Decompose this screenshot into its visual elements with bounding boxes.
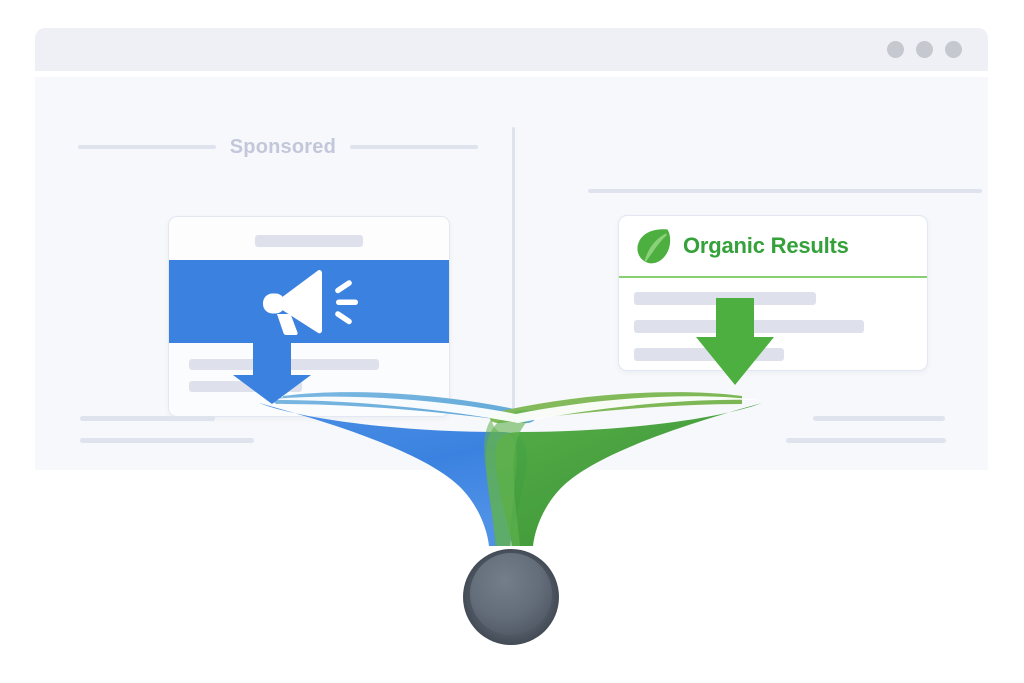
window-dot-minimize-icon[interactable]: [916, 41, 933, 58]
left-footer-line-2: [80, 438, 254, 443]
ad-banner: [169, 260, 449, 343]
megaphone-icon: [263, 269, 358, 335]
right-footer-line-2: [786, 438, 946, 443]
window-dot-maximize-icon[interactable]: [945, 41, 962, 58]
ad-body-line-2: [189, 381, 302, 392]
left-footer-line-1: [80, 416, 215, 421]
header-rule-left: [78, 145, 216, 149]
browser-titlebar: [35, 28, 988, 71]
right-footer-line-1: [813, 416, 945, 421]
organic-results-card[interactable]: Organic Results: [618, 215, 928, 371]
sponsored-section-header: Sponsored: [78, 133, 478, 161]
window-dot-close-icon[interactable]: [887, 41, 904, 58]
organic-results-title: Organic Results: [683, 233, 849, 258]
header-rule-right: [350, 145, 478, 149]
organic-section-header-rule: [588, 189, 982, 193]
organic-card-header: Organic Results: [619, 216, 927, 278]
window-controls[interactable]: [887, 41, 962, 58]
column-divider: [512, 127, 515, 419]
blue-down-arrow: [233, 343, 311, 404]
leaf-icon: [637, 229, 671, 264]
ad-card-header: [169, 217, 449, 260]
sponsored-label: Sponsored: [229, 135, 336, 158]
green-down-arrow: [696, 298, 774, 385]
ad-title-placeholder: [255, 235, 363, 247]
